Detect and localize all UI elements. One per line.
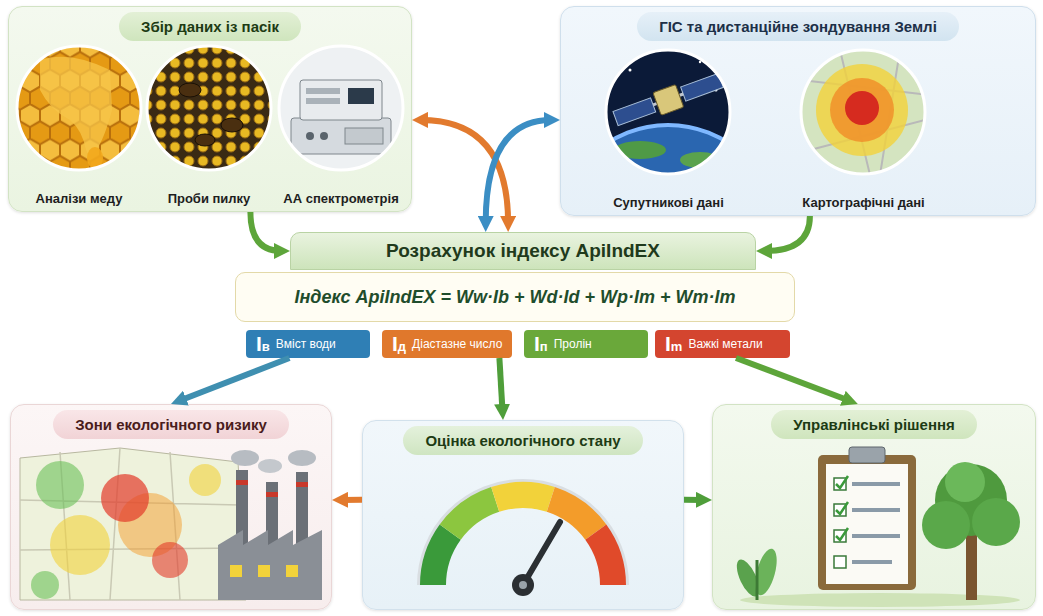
flow-arrow <box>486 120 551 223</box>
indicator-label: Діастазне число <box>412 337 502 351</box>
indicator-symbol: Iд <box>392 332 406 356</box>
output-panel: Зони екологічного ризику <box>10 404 332 610</box>
image-circle: АА спектрометрія <box>274 43 408 211</box>
indicator-symbol: Iв <box>256 332 270 356</box>
panel-heading: Управлінські рішення <box>771 410 977 439</box>
image-label: Проби пилку <box>168 191 251 206</box>
panel-heading: Оцінка екологічного стану <box>403 426 642 455</box>
indicator-label: Вміст води <box>276 337 336 351</box>
indicator-tag: Iв Вміст води <box>246 330 370 358</box>
image-label: Картографічні дані <box>802 195 924 210</box>
formula-box: Індекс ApiIndEX = Ww·Ib + Wd·Id + Wp·Im … <box>235 272 795 322</box>
image-circle: Картографічні дані <box>793 43 934 215</box>
flow-arrow <box>179 358 289 401</box>
image-circle: Проби пилку <box>144 43 274 211</box>
source-panel: Збір даних із пасікАналізи меду Проби пил… <box>8 6 412 212</box>
source-panel: ГІС та дистанційне зондування ЗемліСупут… <box>560 6 1036 216</box>
output-panel: Управлінські рішення <box>712 404 1036 610</box>
flow-arrow <box>341 497 362 503</box>
image-label: АА спектрометрія <box>283 191 398 206</box>
flow-arrow <box>250 212 281 251</box>
image-label: Супутникові дані <box>613 195 724 210</box>
panel-heading: Збір даних із пасік <box>119 12 301 41</box>
image-circle: Аналізи меду <box>14 43 144 211</box>
flow-arrow <box>684 497 703 503</box>
indicator-tag: Iп Пролін <box>524 330 648 358</box>
flow-arrow <box>765 216 810 251</box>
indicator-label: Важкі метали <box>688 337 762 351</box>
indicator-tag: Iд Діастазне число <box>382 330 512 358</box>
flow-arrow <box>499 358 502 411</box>
index-header: Розрахунок індексу ApiIndEX <box>290 232 756 270</box>
indicator-symbol: Iп <box>534 332 548 356</box>
image-circle: Супутникові дані <box>601 43 736 215</box>
image-label: Аналізи меду <box>36 191 123 206</box>
flow-arrow <box>421 120 508 223</box>
panel-heading: ГІС та дистанційне зондування Землі <box>637 12 959 41</box>
indicator-tag: Im Важкі метали <box>655 330 790 358</box>
panel-heading: Зони екологічного ризику <box>53 410 289 439</box>
flow-arrow <box>736 358 849 401</box>
header-text: Розрахунок індексу ApiIndEX <box>386 240 660 262</box>
indicator-label: Пролін <box>554 337 592 351</box>
formula-text: Індекс ApiIndEX = Ww·Ib + Wd·Id + Wp·Im … <box>294 287 735 308</box>
output-panel: Оцінка екологічного стану <box>362 420 684 610</box>
indicator-symbol: Im <box>665 332 682 356</box>
